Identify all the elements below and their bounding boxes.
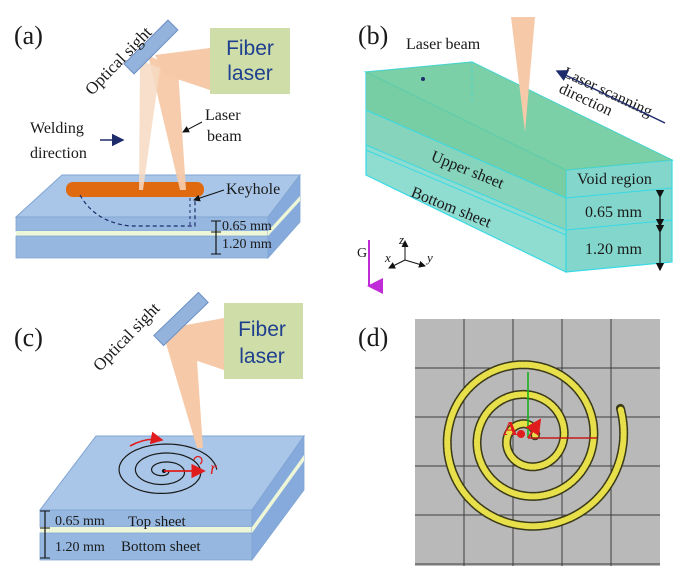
optical-sight-label: Optical sight [89,299,164,375]
fiber-laser-label-2: laser [227,62,273,85]
laser-beam-focus [148,55,186,190]
thickness-bottom-label: 1.20 mm [55,540,105,555]
rotation-arrow [129,431,164,447]
fiber-laser-label-1: Fiber [226,37,274,60]
top-sheet-label: Top sheet [128,514,187,530]
fiber-laser-box [224,303,303,379]
point-a-label: A [503,418,518,440]
box-marker-dot [421,77,425,81]
point-a-marker [517,430,525,438]
panel-d-label: (d) [358,323,388,352]
point-a-arrow [525,418,542,439]
fiber-laser-label-1: Fiber [238,318,286,341]
thickness-top-label: 0.65 mm [585,204,642,221]
upper-sheet-region [366,62,672,198]
thickness-bottom-label: 1.20 mm [222,237,272,252]
axis-x-arrow [388,259,406,269]
laser-beam-cone [511,17,535,132]
keyhole-pointer [193,189,225,202]
panel-c: (c) Fiber laser Optical sight r [14,291,305,562]
panel-c-plate [38,434,305,562]
panel-b: (b) Laser beam Laser scanning direction … [357,17,675,294]
thickness-top-label: 0.65 mm [55,514,105,529]
axis-y-label: y [425,250,433,265]
weld-pool-outline [79,194,196,227]
laser-beam-label: Laser beam [406,36,481,53]
optical-sight-beam [139,60,160,190]
thickness-top-label: 0.65 mm [222,219,272,234]
laser-beam-label-2: beam [207,128,242,145]
laser-beam-focus [162,330,203,448]
keyhole-label: Keyhole [226,181,280,198]
axis-z-label: z [398,232,404,247]
weld-seam [66,182,204,197]
laser-beam-pointer [182,121,203,133]
panel-a-label: (a) [14,21,43,50]
panel-d: (d) A [358,319,660,566]
rotation-small-arrow [193,455,203,465]
panel-c-label: (c) [14,323,43,352]
optical-sight-mirror [123,19,179,75]
fiber-laser-box [210,28,290,94]
void-region-label: Void region [577,171,652,188]
spiral-beads [444,361,627,530]
optical-sight-mirror [153,291,209,347]
axis-x-label: x [384,250,391,265]
welding-direction-label-1: Welding [30,120,84,137]
fiber-laser-label-2: laser [239,345,285,368]
axis-y-arrow [404,259,426,268]
surface-spiral [118,443,218,494]
laser-beam-horizontal [155,48,210,90]
panel-b-label: (b) [358,21,388,50]
laser-beam-horizontal [170,318,224,370]
deposition-spiral [442,360,629,531]
laser-beam-label-1: Laser [205,107,241,124]
thickness-bottom-label: 1.20 mm [585,241,642,258]
welding-direction-label-2: direction [30,145,87,162]
panel-a: (a) Fiber laser Optical sight Laser beam [14,19,302,260]
scan-direction-arrow [555,70,666,124]
gravity-label: G [357,246,367,261]
bottom-sheet-label: Bottom sheet [121,539,201,555]
radius-label: r [210,458,218,478]
